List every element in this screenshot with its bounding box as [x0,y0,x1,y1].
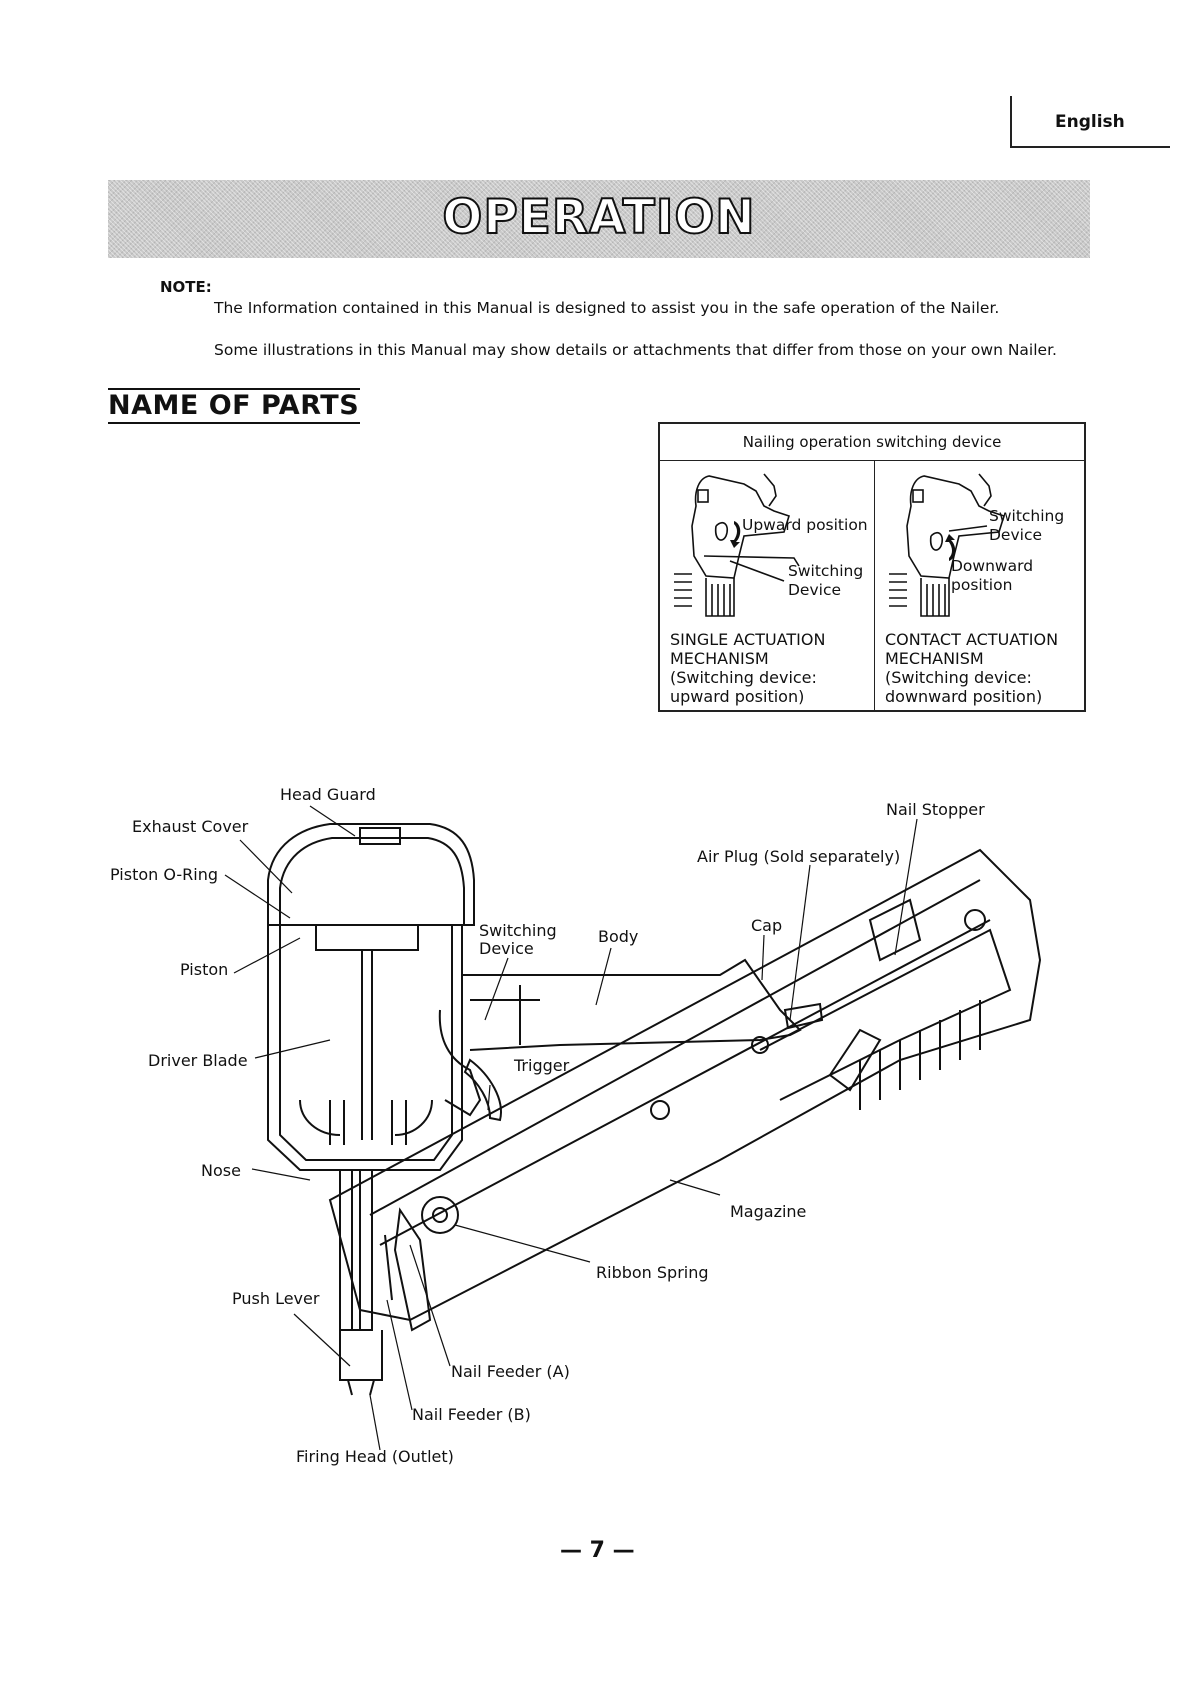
ribbon-spring [421,1196,459,1234]
magazine [328,848,1042,1322]
switching-device-label-right-1: Switching [989,507,1065,525]
callout-nail-stopper: Nail Stopper [886,800,985,819]
single-actuation-cell: Upward position Switching Device SINGLE … [660,460,872,710]
callout-firing-head: Firing Head (Outlet) [296,1447,454,1466]
callout-push-lever: Push Lever [232,1289,320,1308]
note-line-1: The Information contained in this Manual… [214,299,1000,317]
upward-switch-illustration [674,473,800,617]
mechanism-line: MECHANISM [670,649,769,668]
callout-driver-blade: Driver Blade [148,1051,248,1070]
callout-nail-feeder-a: Nail Feeder (A) [451,1362,570,1381]
callout-switching-device-2: Device [479,939,534,958]
contact-actuation-text: CONTACT ACTUATION MECHANISM (Switching d… [885,630,1058,706]
head-cap-outline [267,823,475,926]
callout-piston: Piston [180,960,229,979]
callout-nose: Nose [201,1161,241,1180]
banner-title: OPERATION [441,189,756,246]
downward-switch-illustration [889,473,1005,617]
switching-device-label-left-1: Switching [788,562,864,580]
cylinder-outline [267,925,463,1171]
nail-stopper [868,898,922,962]
downward-position-label-1: Downward [951,557,1034,575]
language-tab-frame [1010,96,1170,148]
downward-position-label-2: position [951,576,1013,594]
note-label: NOTE: [160,278,212,296]
nose [339,1170,373,1331]
page-number: — 7 — [560,1538,635,1563]
callout-exhaust-cover: Exhaust Cover [132,817,249,836]
switching-device-label-right-2: Device [989,526,1043,544]
section-heading: NAME OF PARTS [108,388,361,424]
operation-banner: OPERATION [108,180,1090,258]
table-divider [874,460,875,710]
callout-body: Body [598,927,639,946]
upward-position-label: Upward position [742,516,868,534]
callout-ribbon-spring: Ribbon Spring [596,1263,709,1282]
switching-table-title: Nailing operation switching device [660,424,1084,461]
language-label: English [1055,112,1125,132]
contact-actuation-cell: Switching Device Downward position CONTA… [875,460,1087,710]
callout-switching-device-1: Switching [479,921,557,940]
mechanism-line: SINGLE ACTUATION [670,630,826,649]
callout-cap: Cap [751,916,783,935]
trigger [463,1058,502,1122]
mechanism-line: CONTACT ACTUATION [885,630,1059,649]
switching-device-label-left-2: Device [788,581,842,599]
firing-head [339,1330,383,1381]
mechanism-line: (Switching device: [670,668,817,687]
piston [315,925,419,951]
callout-trigger: Trigger [514,1056,570,1075]
note-line-2: Some illustrations in this Manual may sh… [214,341,1057,359]
air-plug [783,1002,824,1030]
callout-nail-feeder-b: Nail Feeder (B) [412,1405,531,1424]
single-actuation-text: SINGLE ACTUATION MECHANISM (Switching de… [670,630,825,706]
callout-air-plug: Air Plug (Sold separately) [697,847,901,866]
mechanism-line: (Switching device: [885,668,1032,687]
nailer-parts-diagram [224,805,1042,1451]
mechanism-line: downward position) [885,687,1043,706]
switching-device-table: Nailing operation switching device Upwar… [658,422,1086,712]
mechanism-line: MECHANISM [885,649,984,668]
callout-magazine: Magazine [730,1202,807,1221]
callout-piston-o-ring: Piston O-Ring [110,865,219,884]
callout-head-guard: Head Guard [280,785,376,804]
mechanism-line: upward position) [670,687,805,706]
